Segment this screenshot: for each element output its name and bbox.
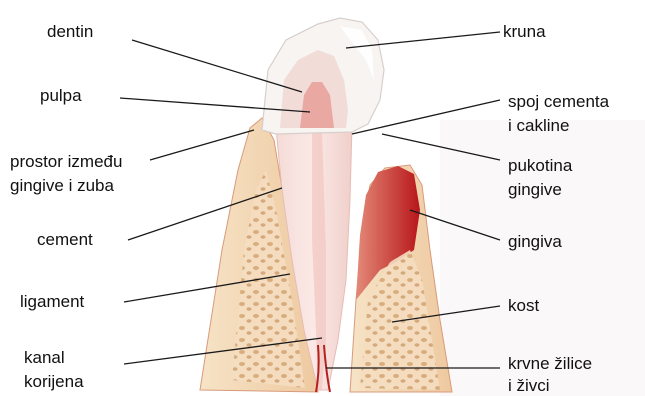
label-dentin: dentin: [47, 22, 93, 42]
label-prostor-line2: gingive i zuba: [10, 176, 114, 196]
label-kanal-line2: korijena: [24, 372, 84, 392]
label-ligament: ligament: [20, 292, 84, 312]
label-gingiva: gingiva: [508, 232, 562, 252]
label-pulpa: pulpa: [40, 86, 82, 106]
label-spoj-line1: spoj cementa: [508, 92, 609, 112]
label-pukotina-line2: gingive: [508, 180, 562, 200]
label-kanal-line1: kanal: [24, 348, 65, 368]
label-kruna: kruna: [503, 22, 546, 42]
label-pukotina-line1: pukotina: [508, 156, 572, 176]
label-krvne-line1: krvne žilice: [508, 354, 592, 374]
label-spoj-line2: i cakline: [508, 116, 569, 136]
label-kost: kost: [508, 296, 539, 316]
label-cement: cement: [37, 230, 93, 250]
leader-prostor: [150, 130, 254, 160]
label-krvne-line2: i živci: [508, 376, 550, 396]
label-prostor-line1: prostor između: [10, 152, 122, 172]
